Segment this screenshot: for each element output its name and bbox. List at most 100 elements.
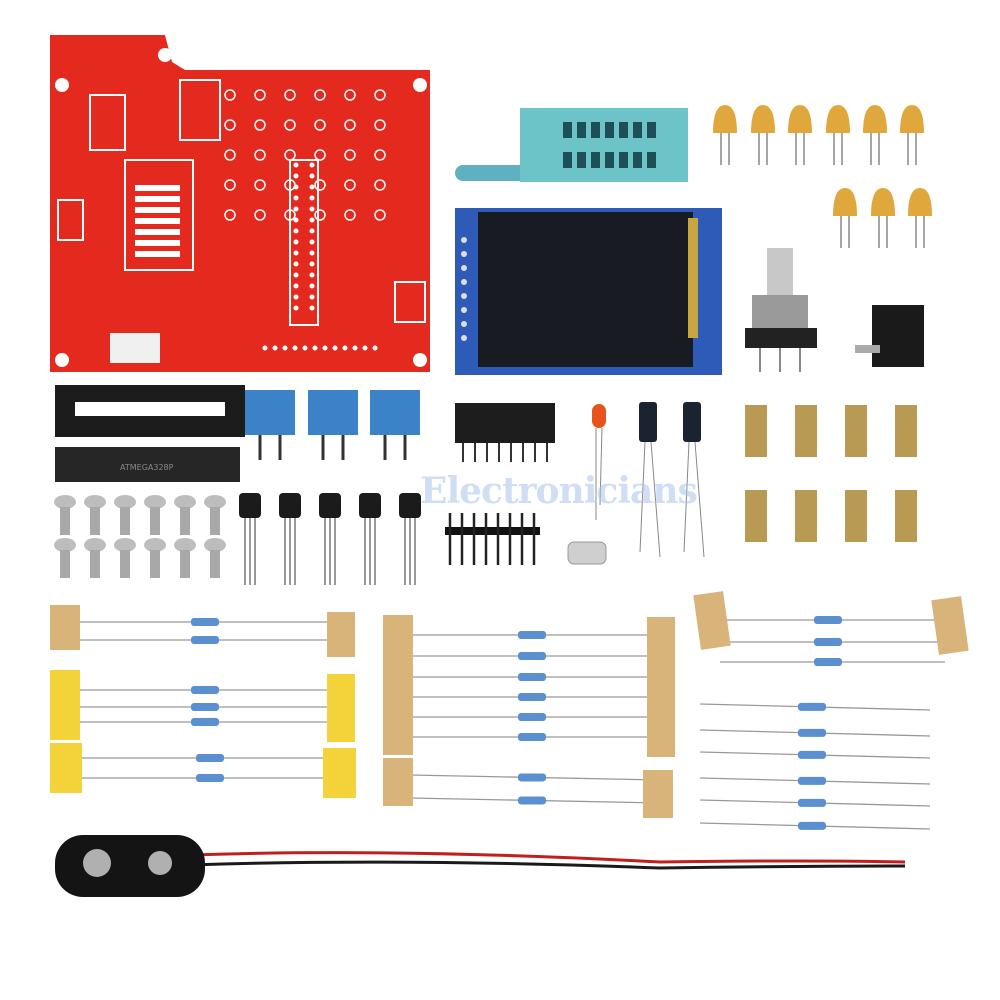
mount-hole	[413, 353, 427, 367]
capacitor-body	[683, 402, 701, 442]
pad	[332, 345, 338, 351]
pad	[309, 173, 315, 179]
pad	[293, 283, 299, 289]
zif-slot	[577, 122, 586, 138]
screw-head	[174, 538, 196, 552]
pad	[352, 345, 358, 351]
resistor	[196, 774, 224, 782]
pad	[374, 119, 386, 131]
lcd-pin	[461, 251, 467, 257]
zif-slot	[619, 152, 628, 168]
ceramic-capacitor	[908, 188, 932, 216]
screw-shaft	[180, 507, 190, 535]
encoder-base	[745, 328, 817, 348]
screw-shaft	[120, 507, 130, 535]
led	[592, 404, 606, 520]
resistor	[798, 821, 826, 830]
screw-shaft	[120, 550, 130, 578]
resistor	[814, 658, 842, 666]
ic-socket-window	[75, 402, 225, 416]
ceramic-capacitors	[713, 105, 932, 248]
clip-body	[55, 835, 205, 897]
pad	[322, 345, 328, 351]
dc-jack-body	[872, 305, 924, 367]
tape	[931, 596, 969, 655]
trimmer	[245, 390, 295, 435]
lcd-pin	[461, 279, 467, 285]
screw-head	[144, 538, 166, 552]
wire-black	[189, 860, 906, 870]
zif-slot	[591, 122, 600, 138]
lcd-pin	[461, 321, 467, 327]
zif-body	[520, 108, 688, 182]
lcd-module	[455, 208, 722, 375]
pad	[224, 149, 236, 161]
screw-shaft	[150, 550, 160, 578]
resistor	[798, 798, 826, 807]
pad	[262, 345, 268, 351]
led-body	[592, 404, 606, 428]
zif-slot	[605, 122, 614, 138]
trimmer	[308, 390, 358, 435]
resistor	[191, 718, 219, 726]
screw-shaft	[210, 550, 220, 578]
pad	[135, 196, 180, 202]
lead	[694, 441, 705, 558]
resistor	[191, 618, 219, 626]
transistor-body	[239, 493, 261, 518]
ceramic-capacitor	[871, 188, 895, 216]
pad	[293, 250, 299, 256]
mount-hole	[55, 78, 69, 92]
ceramic-capacitor	[833, 188, 857, 216]
sip-body	[455, 403, 555, 443]
screw-head	[54, 538, 76, 552]
pad	[284, 119, 296, 131]
pad	[374, 149, 386, 161]
snap-terminal	[148, 851, 172, 875]
pad	[309, 305, 315, 311]
pad	[309, 250, 315, 256]
resistor	[518, 796, 546, 805]
screw-shaft	[60, 507, 70, 535]
tape	[643, 770, 673, 818]
ceramic-capacitor	[788, 105, 812, 133]
pad	[309, 261, 315, 267]
zif-slot	[647, 152, 656, 168]
tape	[50, 605, 80, 650]
pad	[284, 179, 296, 191]
resistor-network	[455, 403, 555, 462]
electrolytic-capacitors	[639, 402, 705, 558]
pad	[293, 206, 299, 212]
pad	[374, 89, 386, 101]
resistor	[191, 686, 219, 694]
pad	[344, 209, 356, 221]
rotary-encoder	[745, 248, 817, 372]
lcd-pin	[461, 335, 467, 341]
zif-slot	[577, 152, 586, 168]
screw-head	[114, 495, 136, 509]
watermark: Electronicians	[420, 470, 698, 512]
pcb	[50, 35, 430, 372]
pad	[309, 195, 315, 201]
ceramic-capacitor	[826, 105, 850, 133]
transistor-body	[279, 493, 301, 518]
resistor	[518, 673, 546, 681]
pad	[309, 294, 315, 300]
capacitor-body	[639, 402, 657, 442]
transistor-body	[399, 493, 421, 518]
mount-hole	[55, 353, 69, 367]
pad	[254, 179, 266, 191]
screw-head	[84, 495, 106, 509]
screw-head	[54, 495, 76, 509]
pad	[309, 239, 315, 245]
pad	[309, 283, 315, 289]
battery-clip	[55, 835, 906, 897]
screw-head	[204, 538, 226, 552]
resistor	[518, 773, 546, 782]
pad	[374, 179, 386, 191]
lead	[639, 441, 646, 553]
header-body	[445, 527, 540, 535]
tape	[383, 615, 413, 755]
pad	[224, 179, 236, 191]
